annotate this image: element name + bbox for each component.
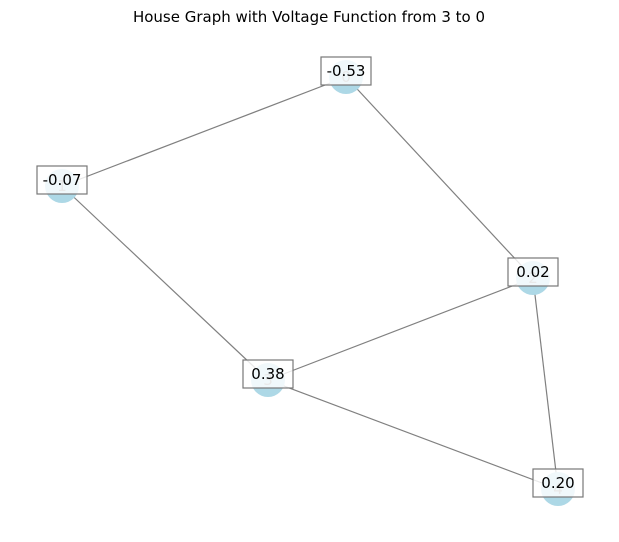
voltage-label-box-0 xyxy=(320,56,372,86)
nodes-layer: 01234 xyxy=(45,60,575,506)
edge-1-3 xyxy=(61,185,269,381)
voltage-label-box-4 xyxy=(532,468,584,498)
edges-layer xyxy=(61,76,559,490)
figure-title: House Graph with Voltage Function from 3… xyxy=(133,8,485,26)
voltage-label-box-2 xyxy=(507,257,559,287)
voltage-label-box-3 xyxy=(242,359,294,389)
voltage-label-box-1 xyxy=(36,165,88,195)
edge-3-4 xyxy=(267,379,559,490)
edge-0-1 xyxy=(61,76,347,187)
edge-2-3 xyxy=(267,277,534,381)
voltage-value-0: -0.53 xyxy=(327,62,366,80)
voltage-labels-layer: -0.53 -0.07 0.02 0.38 0.20 xyxy=(36,56,584,498)
voltage-value-2: 0.02 xyxy=(516,263,549,281)
edge-0-2 xyxy=(345,76,534,279)
voltage-value-1: -0.07 xyxy=(43,171,82,189)
voltage-value-4: 0.20 xyxy=(541,474,574,492)
voltage-value-3: 0.38 xyxy=(251,365,284,383)
edge-2-4 xyxy=(532,277,559,490)
